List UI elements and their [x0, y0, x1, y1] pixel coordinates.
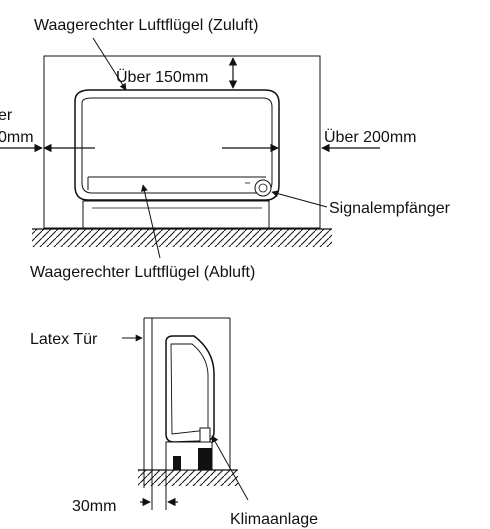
label-air-vane-exhaust: Waagerechter Luftflügel (Abluft)	[30, 264, 255, 281]
label-left-clearance-1: er	[0, 107, 13, 124]
front-view	[0, 37, 380, 259]
label-air-vane-supply: Waagerechter Luftflügel (Zuluft)	[34, 17, 258, 34]
front-base	[82, 200, 270, 229]
leader-unit	[211, 435, 249, 501]
side-ac-unit	[165, 335, 215, 471]
leader-air-vane-supply	[92, 37, 127, 91]
label-unit: Klimaanlage	[230, 511, 318, 528]
front-floor-hatch	[32, 229, 332, 247]
front-ac-unit	[74, 89, 280, 201]
label-top-clearance: Über 150mm	[116, 68, 208, 86]
label-door: Latex Tür	[30, 331, 98, 348]
label-gap: 30mm	[72, 498, 116, 515]
side-floor-hatch	[138, 470, 238, 486]
label-right-clearance: Über 200mm	[324, 128, 416, 146]
leader-signal-receiver	[271, 190, 328, 208]
signal-receiver-icon	[254, 179, 272, 197]
label-left-clearance-2: 0mm	[0, 129, 34, 146]
label-signal-receiver: Signalempfänger	[329, 200, 451, 217]
side-view	[122, 317, 249, 510]
leader-air-vane-exhaust	[141, 184, 161, 259]
